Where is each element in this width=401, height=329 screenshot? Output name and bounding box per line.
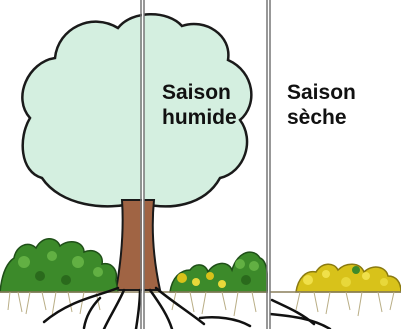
wet-season-label-line1: Saison [162,80,237,105]
tree-roots-dry [270,300,330,329]
green-grass [0,239,118,292]
wet-season-label: Saison humide [162,80,237,130]
fine-roots-dry [296,292,394,316]
dry-season-label-line2: sèche [287,105,356,130]
wet-season-label-line2: humide [162,105,237,130]
dry-season-label: Saison sèche [287,80,356,130]
fine-roots-wet [172,292,256,316]
dry-grass [296,264,401,292]
dry-season-label-line1: Saison [287,80,356,105]
fine-roots [8,292,100,316]
mixed-grass [170,252,268,292]
